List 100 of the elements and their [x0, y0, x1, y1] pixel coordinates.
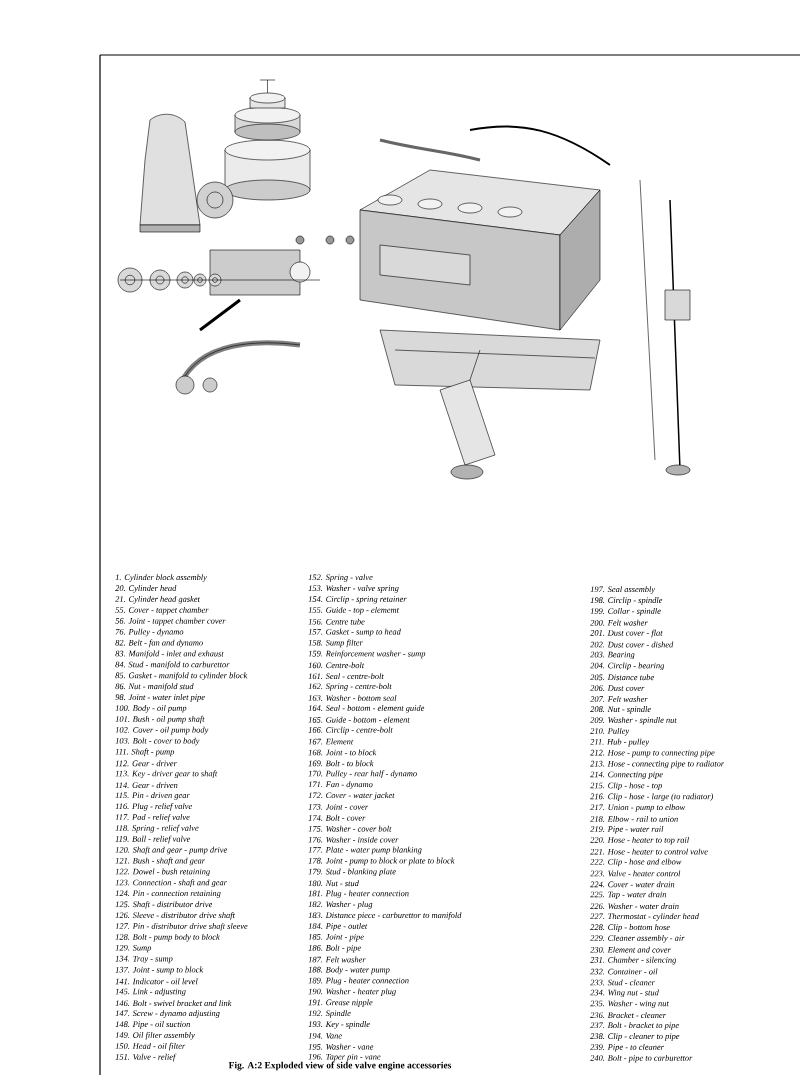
parts-list-entry: 196. Taper pin - vane [308, 1053, 381, 1062]
parts-list-entry: 225. Tap - water drain [590, 891, 667, 899]
parts-list-entry: 126. Sleeve - distributor drive shaft [115, 912, 236, 920]
parts-list-entry: 1. Cylinder block assembly [115, 574, 207, 582]
parts-list-entry: 224. Cover - water drain [590, 881, 675, 888]
parts-list-entry: 208. Nut - spindle [590, 706, 651, 714]
parts-list-entry: 190. Washer - heater plug [308, 988, 396, 996]
parts-list-entry: 218. Elbow - rail to union [590, 815, 678, 822]
parts-list-entry: 112. Gear - driver [115, 760, 177, 767]
parts-list-entry: 233. Stud - cleaner [590, 979, 655, 986]
parts-list-entry: 203. Bearing [590, 651, 635, 660]
parts-list-entry: 234. Wing nut - stud [590, 989, 659, 998]
parts-list-entry: 119. Ball - relief valve [115, 835, 191, 844]
parts-list-entry: 125. Shaft - distributor drive [115, 901, 213, 909]
parts-list-entry: 55. Cover - tappet chamber [115, 606, 209, 615]
parts-list-entry: 173. Joint - cover [308, 804, 369, 810]
parts-list-entry: 197. Seal assembly [590, 586, 656, 594]
parts-list-entry: 212. Hose - pump to connecting pipe [590, 749, 715, 758]
parts-list-entry: 228. Clip - bottom hose [590, 924, 670, 932]
parts-list-entry: 227. Thermostat - cylinder head [590, 913, 699, 921]
figure-caption: Fig. A:2 Exploded view of side valve engine accessories [228, 1061, 452, 1071]
parts-list-entry: 120. Shaft and gear - pump drive [115, 846, 227, 855]
parts-list-entry: 193. Key - spindle [308, 1021, 370, 1029]
parts-list-entry: 184. Pipe - outlet [308, 923, 368, 931]
parts-list-entry: 116. Plug - relief valve [115, 803, 192, 811]
parts-list-entry: 122. Dowel - bush retaining [115, 868, 210, 877]
parts-list-entry: 174. Bolt - cover [308, 814, 366, 821]
parts-list-entry: 232. Container - oil [590, 968, 658, 975]
parts-list-entry: 86. Nut - manifold stud [115, 683, 194, 691]
parts-list-entry: 21. Cylinder head gasket [115, 596, 201, 604]
parts-list-entry: 153. Washer - valve spring [308, 585, 399, 593]
parts-list-entry: 155. Guide - top - elememt [308, 606, 400, 615]
parts-list-entry: 147. Screw - dynamo adjusting [115, 1010, 220, 1018]
parts-list-entry: 237. Bolt - bracket to pipe [590, 1022, 679, 1030]
parts-list-entry: 176. Washer - inside cover [308, 836, 399, 843]
parts-list-entry: 214. Connecting pipe [590, 771, 663, 779]
parts-list-entry: 188. Body - water pump [308, 966, 390, 975]
parts-list-entry: 146. Bolt - swivel bracket and link [115, 1000, 232, 1007]
parts-list-entry: 141. Indicator - oil level [115, 978, 198, 985]
parts-list-entry: 180. Nut - stud [308, 880, 359, 887]
parts-list-entry: 230. Element and cover [590, 946, 671, 953]
parts-list-entry: 206. Dust cover [590, 685, 645, 691]
parts-list-entry: 163. Washer - bottom seal [308, 694, 397, 701]
parts-list-entry: 185. Joint - pipe [308, 934, 364, 942]
parts-list-entry: 118. Spring - relief valve [115, 824, 199, 833]
parts-list-entry: 20. Cylinder head [115, 585, 177, 593]
parts-list-entry: 115. Pin - driven gear [115, 792, 190, 800]
parts-list-entry: 103. Bolt - cover to body [115, 737, 200, 746]
parts-list-entry: 175. Washer - cover bolt [308, 825, 392, 832]
parts-list-entry: 221. Hose - heater to control valve [590, 848, 708, 855]
parts-list-entry: 182. Washer - plug [308, 901, 373, 909]
parts-list-entry: 162. Spring - centre-bolt [308, 683, 392, 691]
parts-list-entry: 207. Felt washer [590, 696, 648, 702]
parts-list-entry: 222. Clip - hose and elbow [590, 858, 682, 867]
parts-list-entry: 216. Clip - hose - large (to radiator) [590, 793, 714, 801]
parts-list-entry: 213. Hose - connecting pipe to radiator [590, 760, 725, 769]
parts-list-entry: 199. Collar - spindle [590, 608, 661, 616]
parts-list-entry: 223. Valve - heater control [590, 870, 681, 877]
parts-list-entry: 217. Union - pump to elbow [590, 804, 686, 812]
parts-list-entry: 240. Bolt - pipe to carburettor [590, 1054, 693, 1063]
parts-list-entry: 192. Spindle [308, 1010, 351, 1018]
parts-list-entry: 154. Circlip - spring retainer [308, 596, 407, 604]
parts-list-entry: 84. Stud - manifold to carburettor [115, 661, 230, 670]
parts-list-entry: 236. Bracket - cleaner [590, 1012, 667, 1019]
parts-list-entry: 204. Circlip - bearing [590, 662, 665, 671]
parts-list-entry: 205. Distance tube [590, 674, 654, 681]
parts-list-entry: 152. Spring - valve [308, 574, 373, 582]
parts-list-entry: 160. Centre-bolt [308, 662, 365, 669]
parts-list-entry: 121. Bush - shaft and gear [115, 857, 206, 866]
parts-list-entry: 177. Plate - water pump blanking [308, 846, 422, 855]
parts-list-entry: 220. Hose - heater to top rail [590, 836, 689, 845]
parts-list-entry: 168. Joint - to block [308, 749, 377, 756]
parts-list-entry: 159. Reinforcement washer - sump [308, 650, 426, 659]
parts-list-entry: 169. Bolt - to block [308, 760, 374, 767]
parts-list-entry: 117. Pad - relief valve [115, 813, 190, 822]
parts-list-entry: 123. Connection - shaft and gear [115, 879, 227, 888]
parts-list-entry: 164. Seal - bottom - element guide [308, 705, 425, 713]
parts-list-entry: 98. Joint - water inlet pipe [115, 694, 205, 702]
parts-list-entry: 200. Felt washer [590, 619, 648, 626]
parts-list-entry: 238. Clip - cleaner to pipe [590, 1033, 680, 1041]
parts-list-entry: 76. Pulley - dynamo [115, 628, 184, 637]
parts-list-entry: 201. Dust cover - flat [590, 629, 663, 638]
parts-list-entry: 178. Joint - pump to block or plate to block [308, 857, 455, 866]
parts-list-entry: 219. Pipe - water rail [590, 826, 664, 834]
parts-list-entry: 195. Washer - vane [308, 1043, 374, 1050]
parts-list-entry: 157. Gasket - sump to head [308, 628, 401, 637]
parts-list-entry: 151. Valve - relief [115, 1053, 177, 1062]
parts-list-entry: 226. Washer - water drain [590, 903, 679, 910]
parts-list-entry: 113. Key - driver gear to shaft [115, 770, 218, 779]
parts-list-entry: 215. Clip - hose - top [590, 782, 663, 790]
parts-list-entry: 124. Pin - connection retaining [115, 890, 221, 898]
parts-list-entry: 145. Link - adjusting [115, 988, 186, 996]
parts-list-entry: 83. Manifold - inlet and exhaust [115, 650, 224, 659]
parts-list-entry: 183. Distance piece - carburettor to manifold [308, 912, 462, 920]
parts-list-entry: 167. Element [308, 738, 354, 745]
parts-list-entry: 231. Chamber - silencing [590, 956, 677, 965]
parts-list-entry: 149. Oil filter assembly [115, 1031, 195, 1040]
parts-list-entry: 198. Circlip - spindle [590, 597, 663, 605]
parts-list-entry: 82. Belt - fan and dynamo [115, 639, 203, 648]
parts-list-entry: 189. Plug - heater connection [308, 977, 409, 986]
